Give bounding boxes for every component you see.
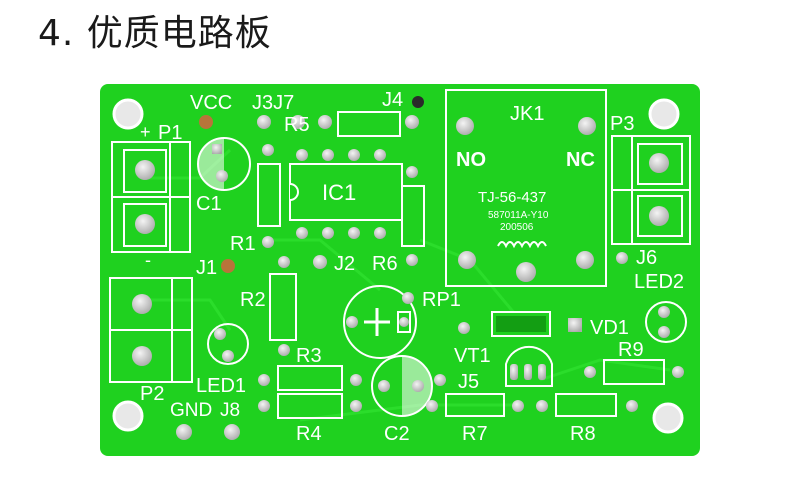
pad bbox=[135, 160, 155, 180]
label-j4: J4 bbox=[382, 89, 403, 111]
label-j1: J1 bbox=[196, 257, 217, 279]
label-rp1: RP1 bbox=[422, 289, 461, 311]
label-p2: P2 bbox=[140, 383, 164, 405]
label-j8: J8 bbox=[220, 400, 240, 421]
label-no: NO bbox=[456, 149, 486, 171]
mounting-holes bbox=[112, 98, 684, 434]
label-r2: R2 bbox=[240, 289, 266, 311]
label-r5: R5 bbox=[284, 114, 310, 136]
pad bbox=[132, 294, 152, 314]
label-j6: J6 bbox=[636, 247, 657, 269]
label-r6: R6 bbox=[372, 253, 398, 275]
label-minus-p2: - bbox=[145, 250, 151, 270]
label-r7: R7 bbox=[462, 423, 488, 445]
transistor-vt1 bbox=[505, 345, 553, 387]
relay-jk1 bbox=[445, 89, 607, 287]
terminal-p1 bbox=[111, 141, 191, 253]
label-r9: R9 bbox=[618, 339, 644, 361]
label-relay-model: TJ-56-437 bbox=[478, 189, 546, 206]
pad bbox=[649, 153, 669, 173]
label-p3: P3 bbox=[610, 113, 634, 135]
label-c1: C1 bbox=[196, 193, 222, 215]
label-r8: R8 bbox=[570, 423, 596, 445]
terminal-p2 bbox=[109, 277, 193, 383]
led-led2 bbox=[645, 301, 687, 343]
resistor-outlines bbox=[257, 111, 665, 419]
terminal-p3 bbox=[611, 135, 691, 245]
label-j2: J2 bbox=[334, 253, 355, 275]
label-j5: J5 bbox=[458, 371, 479, 393]
label-jk1: JK1 bbox=[510, 103, 544, 125]
pad bbox=[132, 346, 152, 366]
potentiometer-rp1 bbox=[343, 285, 417, 359]
board-body bbox=[100, 84, 700, 456]
capacitor-c1 bbox=[197, 137, 251, 191]
capacitor-c2 bbox=[371, 355, 433, 417]
label-nc: NC bbox=[566, 149, 595, 171]
label-vcc: VCC bbox=[190, 92, 232, 114]
diode-vd1 bbox=[491, 311, 582, 337]
label-plus-p1: + bbox=[140, 122, 151, 142]
label-ic1: IC1 bbox=[322, 180, 356, 205]
pad bbox=[135, 214, 155, 234]
label-relay-code: 587011A-Y10 bbox=[488, 210, 549, 221]
page-title: 4. 优质电路板 bbox=[38, 13, 272, 54]
label-gnd: GND bbox=[170, 400, 212, 421]
label-vt1: VT1 bbox=[454, 345, 491, 367]
pads bbox=[176, 96, 684, 440]
label-r1: R1 bbox=[230, 233, 256, 255]
led-led1 bbox=[207, 323, 249, 365]
label-r4: R4 bbox=[296, 423, 322, 445]
pad bbox=[649, 206, 669, 226]
label-led2: LED2 bbox=[634, 271, 684, 293]
ic-pins bbox=[296, 149, 386, 239]
silkscreen-labels: VCC J3J7 J4 R5 + P1 C1 IC1 R1 J1 J2 R6 -… bbox=[140, 89, 684, 445]
label-vd1: VD1 bbox=[590, 317, 629, 339]
label-led1: LED1 bbox=[196, 375, 246, 397]
label-c2: C2 bbox=[384, 423, 410, 445]
label-relay-date: 200506 bbox=[500, 222, 534, 233]
label-j3j7: J3J7 bbox=[252, 92, 294, 114]
label-r3: R3 bbox=[296, 345, 322, 367]
label-p1: P1 bbox=[158, 122, 182, 144]
